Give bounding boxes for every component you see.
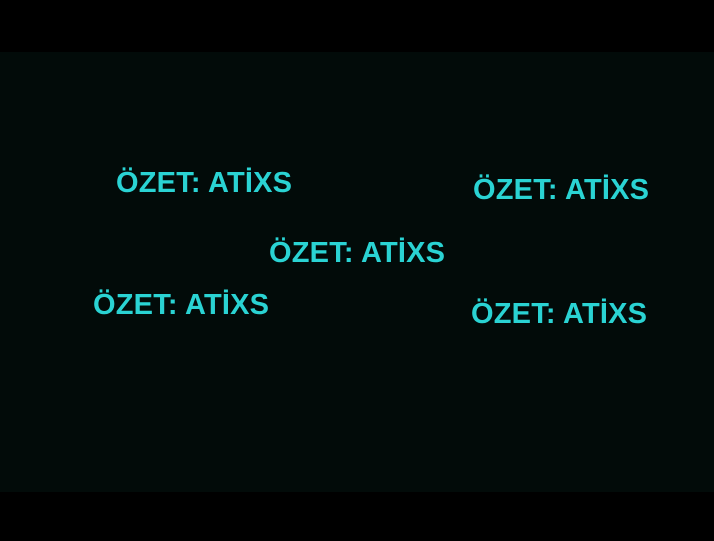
caption-text: ÖZET: ATİXS [116, 167, 293, 199]
caption-text: ÖZET: ATİXS [473, 174, 650, 206]
caption-text: ÖZET: ATİXS [93, 289, 270, 321]
content-panel [0, 52, 714, 492]
caption-text: ÖZET: ATİXS [269, 237, 446, 269]
letterbox-top [0, 0, 714, 52]
letterbox-bottom [0, 492, 714, 541]
caption-text: ÖZET: ATİXS [471, 298, 648, 330]
